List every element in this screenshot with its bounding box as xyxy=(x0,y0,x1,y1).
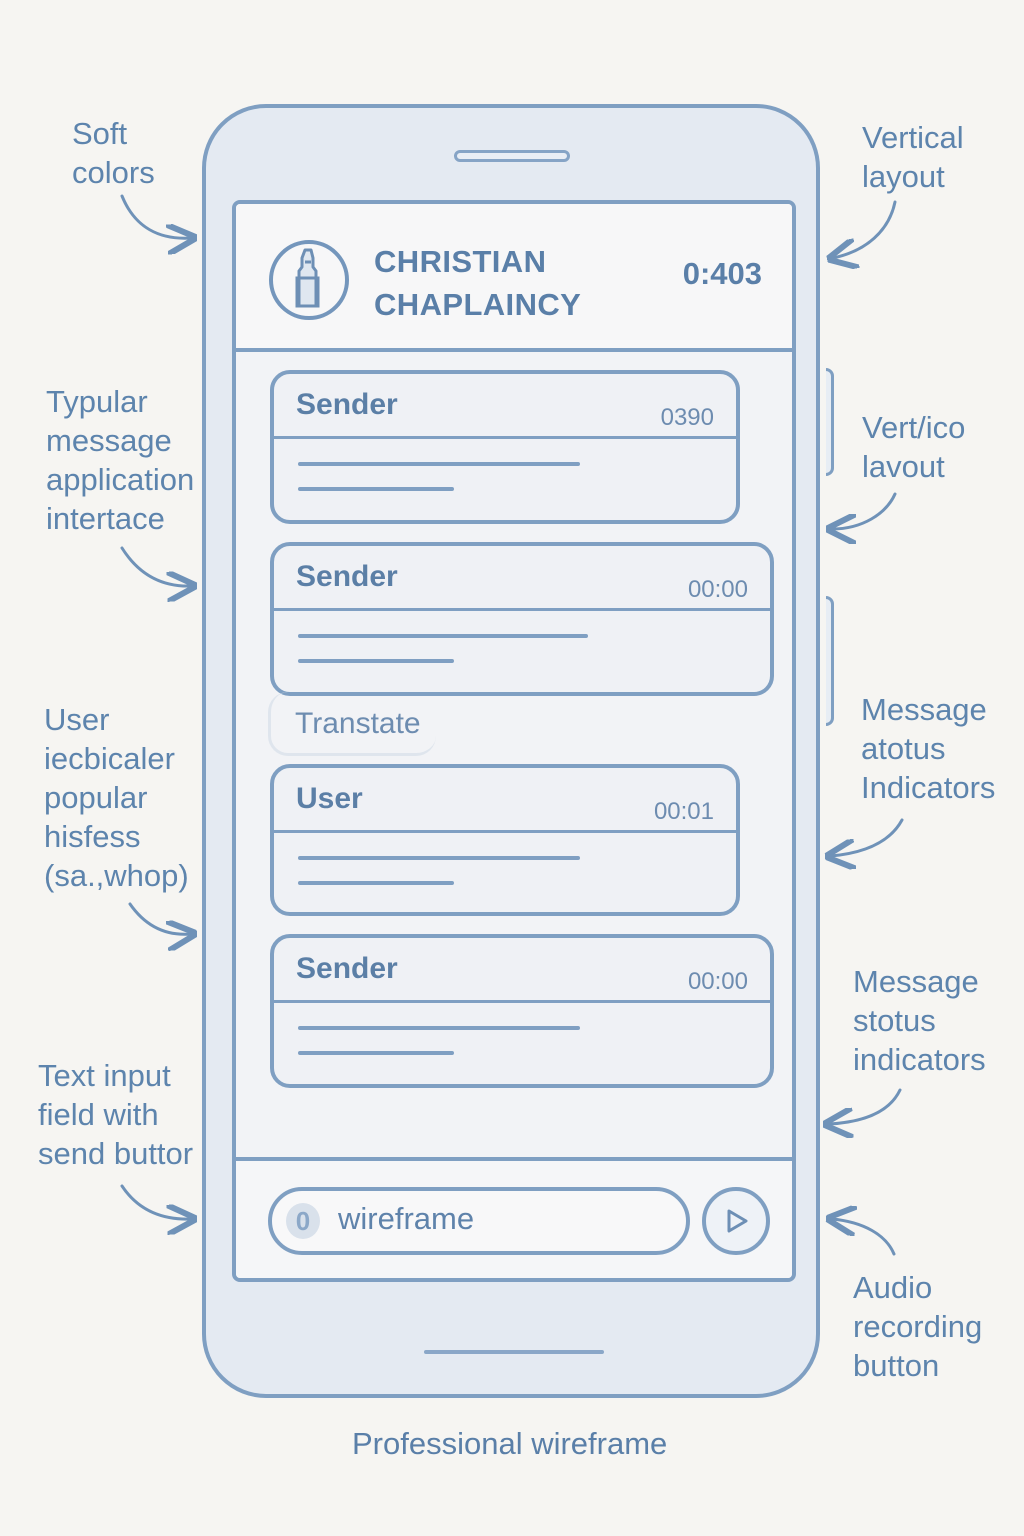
message-body-line xyxy=(298,487,454,491)
message-input[interactable]: 0 wireframe xyxy=(268,1187,690,1255)
message-body-line xyxy=(298,634,588,638)
arrow-audio-recording xyxy=(832,1219,896,1256)
arrow-vertical-layout xyxy=(833,200,897,258)
annotation-vertlico-layout: Vert/ico lavout xyxy=(862,410,966,484)
message-time: 0390 xyxy=(660,404,714,431)
arrow-typular-message xyxy=(120,546,191,586)
composer-bar: 0 wireframe xyxy=(236,1157,792,1278)
message-header: Sender 00:00 xyxy=(274,546,770,611)
annotation-message-atotus: Message atotus Indicators xyxy=(861,692,996,805)
phone-frame: CHRISTIAN CHAPLAINCY 0:403 Sender 0390 S… xyxy=(202,104,834,1398)
message-header: Sender 0390 xyxy=(274,374,736,439)
message-sender: Sender xyxy=(296,560,398,593)
message-body-line xyxy=(298,1026,580,1030)
message-body-line xyxy=(298,659,454,663)
message-sender: Sender xyxy=(296,388,398,421)
arrow-user-iecbicaler xyxy=(128,902,191,934)
timer-display: 0:403 xyxy=(682,256,762,291)
wireframe-caption: Professional wireframe xyxy=(352,1426,668,1461)
chaplaincy-logo xyxy=(269,240,349,320)
page-title: CHRISTIAN CHAPLAINCY xyxy=(374,244,582,322)
message-card[interactable]: Sender 00:00 xyxy=(270,542,774,696)
side-button-upper xyxy=(826,368,834,476)
send-button[interactable] xyxy=(702,1187,770,1255)
message-card[interactable]: User 00:01 xyxy=(270,764,740,916)
microphone-icon[interactable]: 0 xyxy=(286,1203,320,1239)
annotation-message-stotus: Message stotus indicators xyxy=(853,964,986,1077)
arrow-message-atotus xyxy=(831,818,904,856)
play-icon xyxy=(727,1209,748,1233)
arrow-soft-colors xyxy=(120,194,191,238)
message-time: 00:00 xyxy=(687,968,748,995)
side-button-lower xyxy=(826,596,834,726)
message-header: Sender 00:00 xyxy=(274,938,770,1003)
arrow-text-input xyxy=(120,1184,191,1219)
message-body-line xyxy=(298,1051,454,1055)
annotation-typular-message: Typular message application intertace xyxy=(46,384,195,536)
chat-header: CHRISTIAN CHAPLAINCY 0:403 xyxy=(236,204,792,352)
translate-button[interactable]: Transtate xyxy=(268,692,436,756)
message-time: 00:01 xyxy=(653,798,714,825)
message-sender: User xyxy=(296,782,363,815)
phone-screen: CHRISTIAN CHAPLAINCY 0:403 Sender 0390 S… xyxy=(232,200,796,1282)
message-input-value[interactable]: wireframe xyxy=(338,1201,475,1236)
message-card[interactable]: Sender 0390 xyxy=(270,370,740,524)
message-body-line xyxy=(298,462,580,466)
annotation-soft-colors: Soft colors xyxy=(72,116,155,190)
message-header: User 00:01 xyxy=(274,768,736,833)
arrow-vertlico-layout xyxy=(832,492,897,529)
phone-speaker xyxy=(454,150,570,162)
annotation-text-input-field: Text input field with send buttor xyxy=(38,1058,194,1171)
annotation-audio-recording: Audio recording button xyxy=(853,1270,983,1383)
message-body-line xyxy=(298,881,454,885)
bottle-icon xyxy=(295,248,320,308)
message-sender: Sender xyxy=(296,952,398,985)
message-card[interactable]: Sender 00:00 xyxy=(270,934,774,1088)
annotation-user-iecbicaler: User iecbicaler popular hisfess (sa.,who… xyxy=(44,702,189,893)
annotation-vertical-layout: Vertical layout xyxy=(862,120,964,194)
home-indicator xyxy=(424,1350,604,1354)
message-time: 00:00 xyxy=(687,576,748,603)
message-body-line xyxy=(298,856,580,860)
arrow-message-stotus xyxy=(829,1088,902,1124)
